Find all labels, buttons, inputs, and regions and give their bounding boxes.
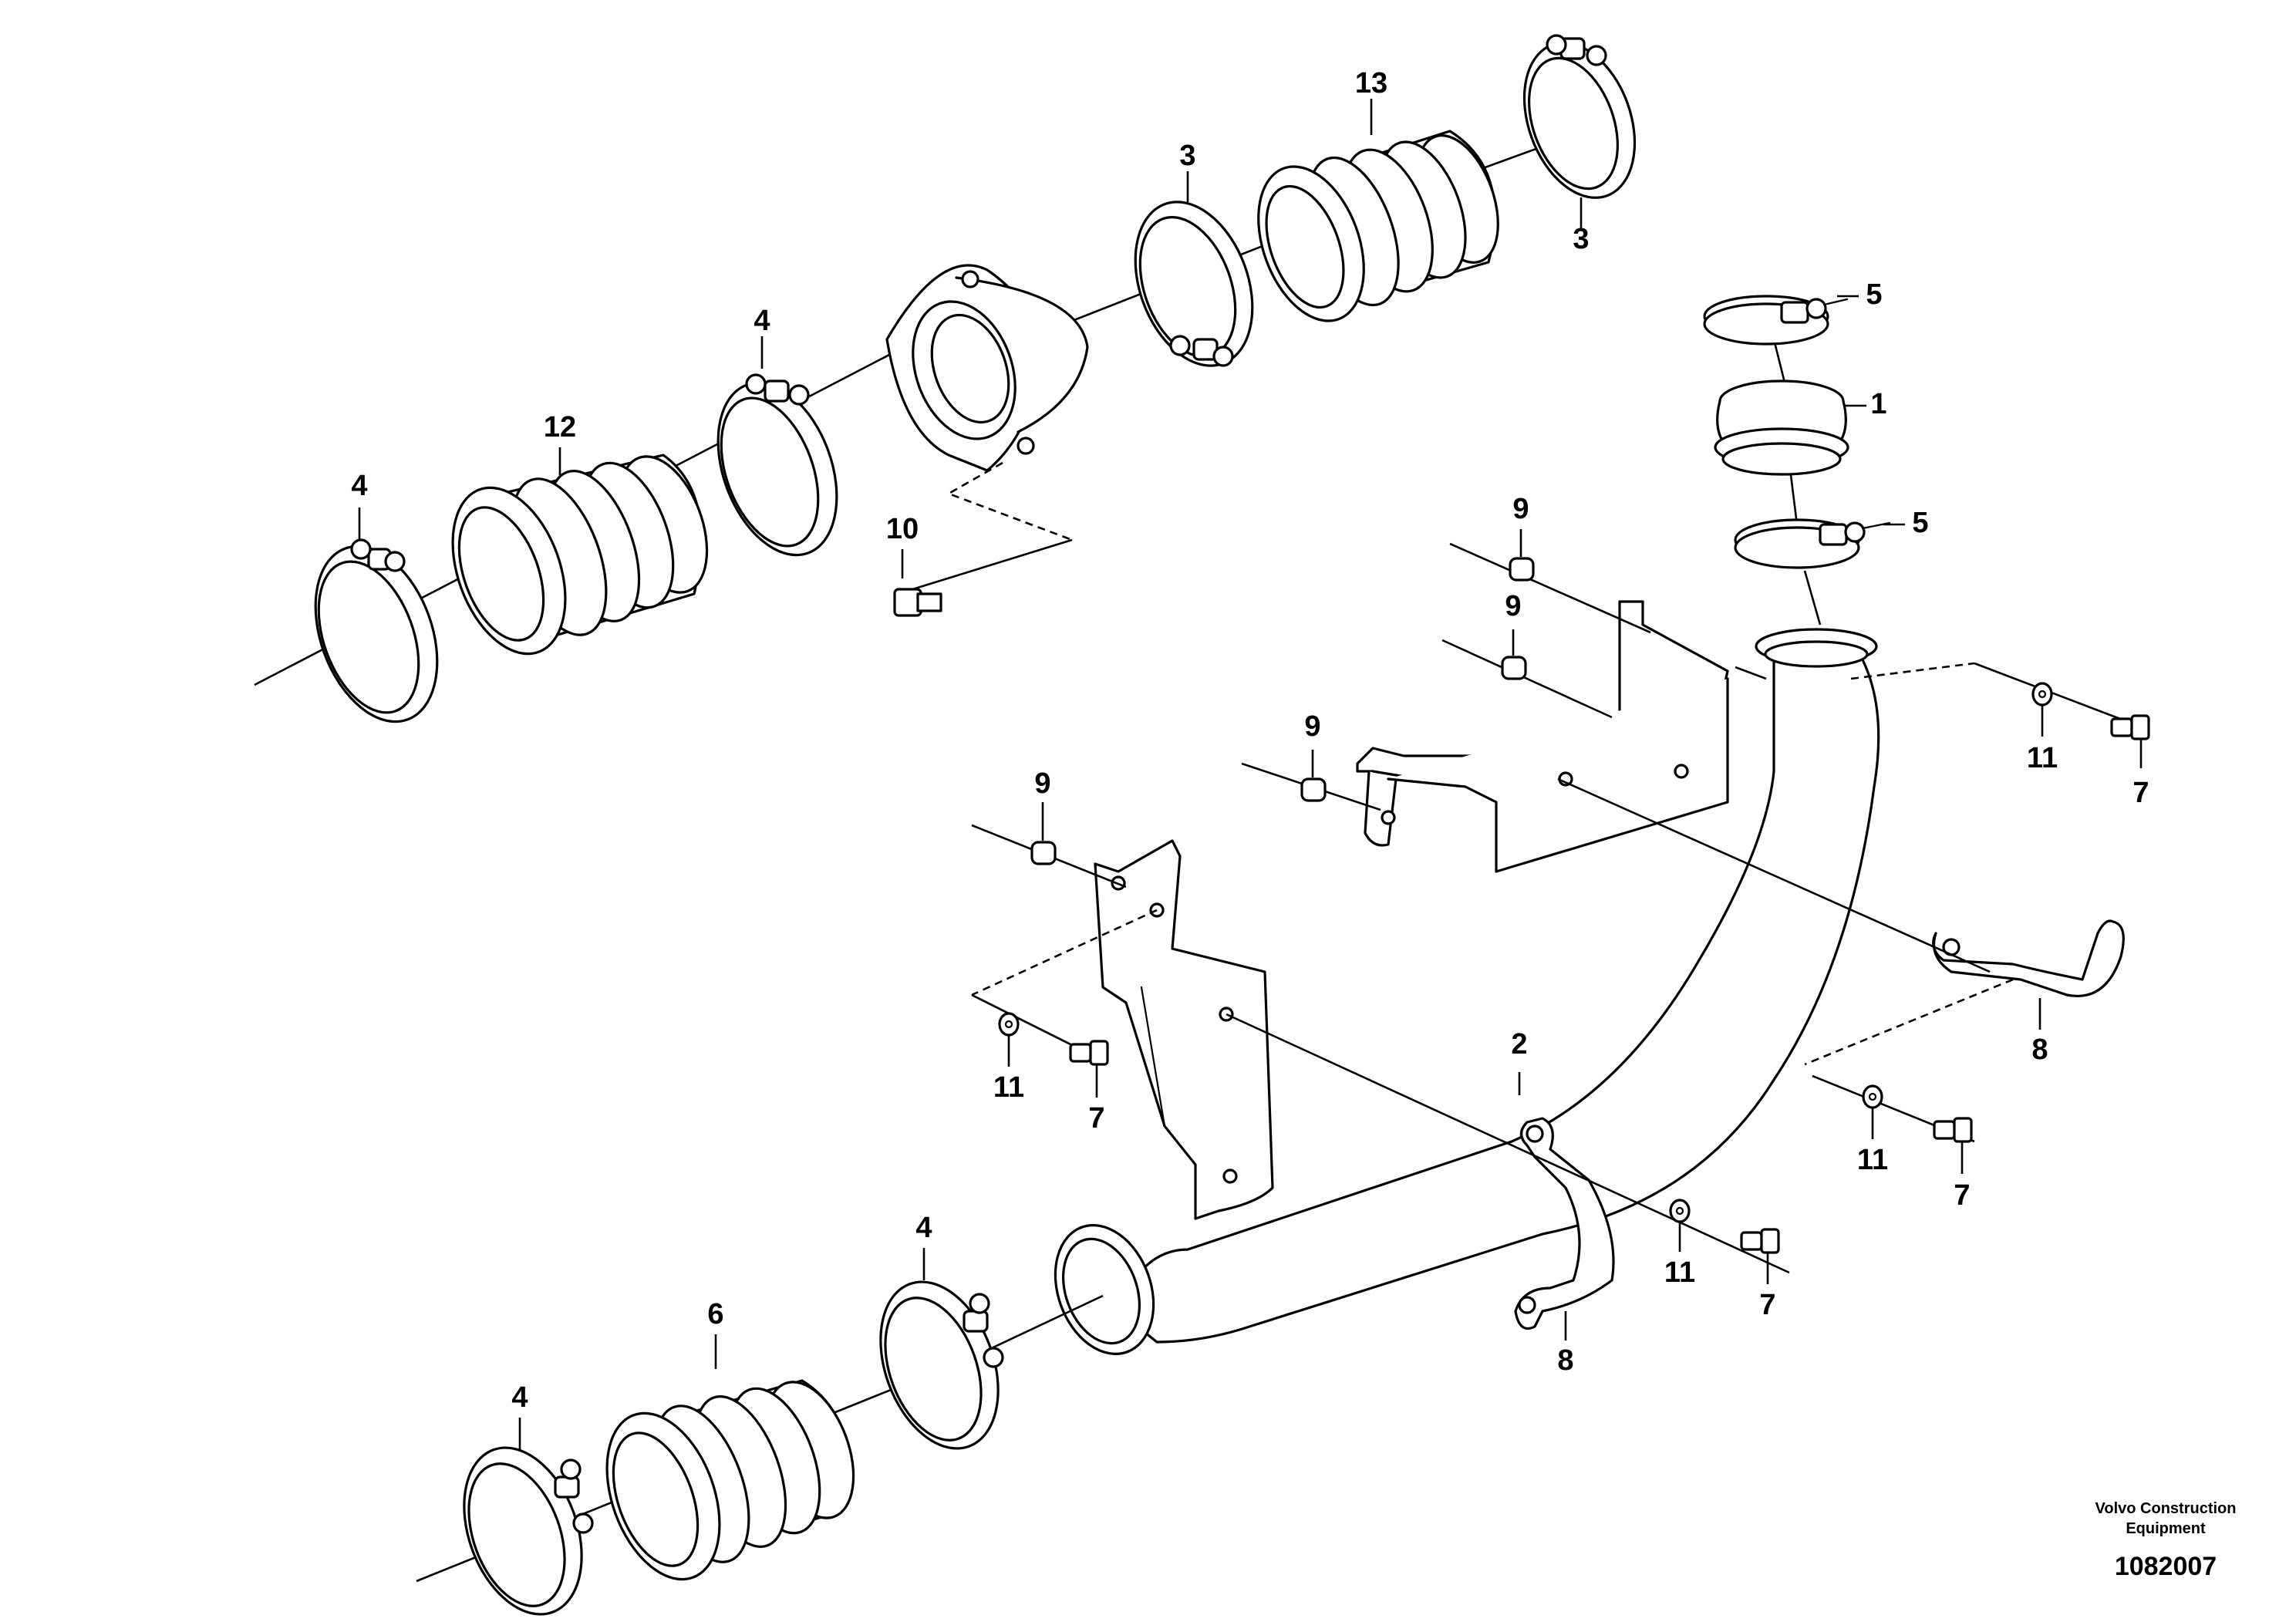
callout-7-c: 7: [1759, 1289, 1775, 1321]
dashed-alignment-lines: [971, 662, 2014, 1066]
dashed-link-flange-bolt: [946, 461, 1073, 541]
washer-11-b[interactable]: [998, 1012, 1020, 1037]
callout-12: 12: [544, 411, 576, 443]
callout-8-lower: 8: [1557, 1344, 1573, 1377]
callout-leaders: [358, 99, 2143, 1450]
hose-clamp-5-lower[interactable]: [1734, 518, 1891, 569]
callout-11-c: 11: [1664, 1256, 1695, 1289]
hose-clamp-5-upper[interactable]: [1703, 295, 1849, 346]
bolt-7-d[interactable]: [1933, 1117, 1973, 1143]
hose-clamp-4-bottom-left[interactable]: [443, 1431, 603, 1622]
rubber-bellows-1[interactable]: [1714, 379, 1849, 476]
callout-11-b: 11: [993, 1071, 1024, 1104]
callout-5-lower: 5: [1912, 507, 1928, 539]
upper-bracket[interactable]: [1356, 600, 1729, 873]
caption-figure-number: 1082007: [2115, 1552, 2217, 1581]
rubber-hose-6[interactable]: [586, 1370, 871, 1594]
pipe-clamp-8-lower[interactable]: [1514, 1117, 1615, 1330]
caption-line-2: Equipment: [2126, 1520, 2206, 1537]
callout-3-right: 3: [1573, 223, 1589, 255]
callout-2: 2: [1511, 1028, 1527, 1061]
spacer-9-d[interactable]: [1030, 841, 1057, 865]
callout-4-left: 4: [351, 470, 367, 502]
flange-adapter[interactable]: [885, 264, 1089, 472]
spacer-9-b[interactable]: [1501, 656, 1527, 680]
bolt-10[interactable]: [893, 538, 1073, 617]
spacer-9-c[interactable]: [1300, 777, 1327, 802]
charge-air-pipe-2[interactable]: [1038, 628, 1880, 1367]
callout-9-d: 9: [1034, 767, 1050, 800]
manufacturer-caption: Volvo Construction Equipment 1082007: [2095, 1500, 2237, 1581]
washer-11-c[interactable]: [1669, 1199, 1691, 1223]
callout-9-a: 9: [1512, 493, 1529, 525]
hose-clamp-4-left[interactable]: [293, 529, 460, 738]
callout-4-upper: 4: [754, 305, 770, 337]
hose-clamp-3-right[interactable]: [1504, 28, 1654, 214]
bolt-7-a[interactable]: [2110, 714, 2150, 740]
washer-11-a[interactable]: [2031, 682, 2053, 706]
callout-7-a: 7: [2132, 777, 2149, 809]
lower-bracket[interactable]: [1094, 839, 1274, 1220]
callout-5-upper: 5: [1866, 278, 1882, 311]
callout-1: 1: [1870, 388, 1886, 420]
spacer-9-a[interactable]: [1509, 557, 1535, 582]
rubber-hose-12[interactable]: [432, 444, 724, 669]
callout-7-b: 7: [1088, 1102, 1104, 1135]
callout-11-d: 11: [1857, 1144, 1888, 1176]
hardware-leader-lines: [971, 542, 2137, 1274]
callout-9-b: 9: [1505, 590, 1521, 622]
hose-clamp-4-bottom-right[interactable]: [859, 1266, 1020, 1465]
callout-6: 6: [707, 1298, 723, 1330]
callout-4-bottom-left: 4: [511, 1381, 528, 1414]
bolt-7-b[interactable]: [1069, 1040, 1109, 1066]
callout-8-right: 8: [2031, 1034, 2048, 1066]
callout-11-a: 11: [2027, 742, 2058, 774]
callout-4-bottom-right: 4: [915, 1212, 932, 1244]
callout-10: 10: [886, 513, 919, 545]
callout-numbers: 13 3 3 4 12 4 10 5 1 5 9 9 9 9 11 7 11 7…: [351, 67, 2149, 1414]
hose-clamp-3-middle[interactable]: [1114, 186, 1274, 383]
callout-9-c: 9: [1304, 710, 1320, 743]
callout-7-d: 7: [1954, 1179, 1970, 1212]
caption-line-1: Volvo Construction: [2095, 1500, 2237, 1517]
callout-13: 13: [1355, 67, 1387, 99]
hose-clamp-4-upper[interactable]: [696, 366, 859, 572]
callout-3-middle: 3: [1179, 140, 1195, 172]
washer-11-d[interactable]: [1862, 1084, 1883, 1109]
bolt-7-c[interactable]: [1740, 1228, 1780, 1254]
rubber-hose-13[interactable]: [1239, 124, 1513, 335]
